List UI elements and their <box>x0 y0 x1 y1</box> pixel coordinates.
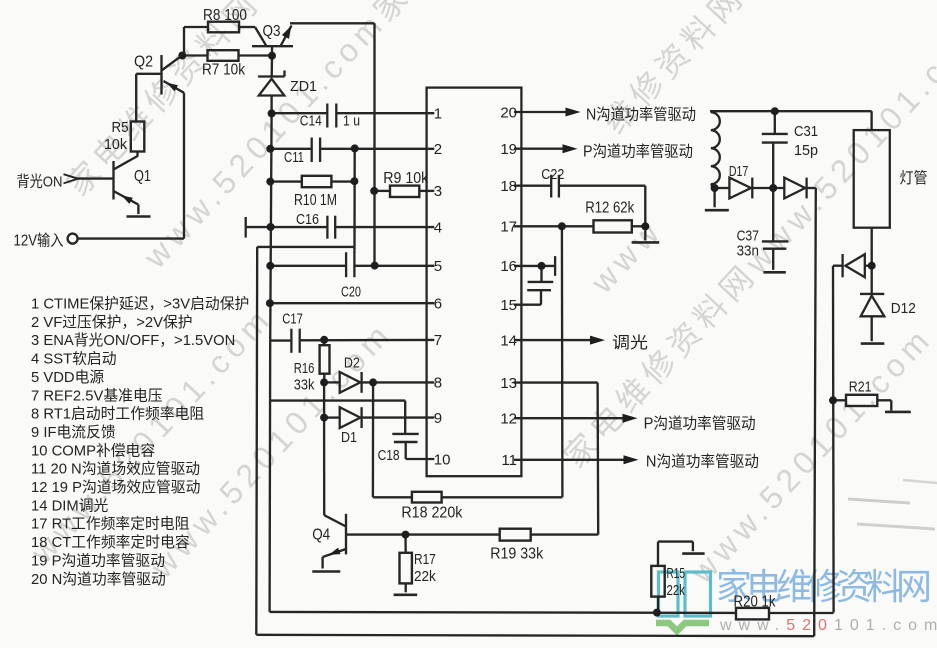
svg-text:2 VF过压保护，>2V保护: 2 VF过压保护，>2V保护 <box>31 314 193 331</box>
svg-text:1 u: 1 u <box>343 112 360 129</box>
svg-text:11: 11 <box>501 452 517 469</box>
svg-text:1 CTIME保护延迟，>3V启动保护: 1 CTIME保护延迟，>3V启动保护 <box>31 296 249 313</box>
svg-text:R5: R5 <box>112 119 129 136</box>
svg-text:Q1: Q1 <box>134 168 151 185</box>
svg-text:调光: 调光 <box>612 334 648 352</box>
svg-text:5: 5 <box>434 258 442 275</box>
svg-text:R8 100: R8 100 <box>203 7 247 24</box>
svg-text:3 ENA背光ON/OFF，>1.5VON: 3 ENA背光ON/OFF，>1.5VON <box>31 332 235 349</box>
svg-text:D2: D2 <box>344 354 360 371</box>
svg-text:15: 15 <box>500 297 517 314</box>
svg-text:D1: D1 <box>341 429 357 446</box>
svg-text:6: 6 <box>434 296 442 313</box>
svg-text:R9 10k: R9 10k <box>383 170 428 187</box>
svg-text:www.520101.com: www.520101.com <box>719 617 937 634</box>
svg-text:17 RT工作频率定时电阻: 17 RT工作频率定时电阻 <box>31 516 190 533</box>
svg-text:R16: R16 <box>294 360 315 377</box>
svg-text:4: 4 <box>434 219 442 236</box>
svg-text:C31: C31 <box>794 123 818 140</box>
svg-text:R15: R15 <box>667 565 685 582</box>
svg-text:背光ON: 背光ON <box>17 173 63 190</box>
svg-text:22k: 22k <box>414 568 436 585</box>
svg-text:16: 16 <box>500 258 517 275</box>
svg-text:C16: C16 <box>296 211 319 228</box>
svg-text:P沟道功率管驱动: P沟道功率管驱动 <box>583 142 693 160</box>
svg-text:Q3: Q3 <box>263 23 281 40</box>
svg-text:R12 62k: R12 62k <box>585 199 634 216</box>
svg-text:12V输入: 12V输入 <box>14 231 64 249</box>
svg-text:19: 19 <box>500 141 517 158</box>
svg-text:C22: C22 <box>541 166 564 183</box>
svg-text:18: 18 <box>500 178 517 195</box>
svg-text:3: 3 <box>434 183 442 200</box>
svg-text:5 VDD电源: 5 VDD电源 <box>31 369 104 386</box>
svg-text:17: 17 <box>500 219 517 236</box>
svg-text:灯管: 灯管 <box>900 169 928 187</box>
svg-text:R21: R21 <box>849 378 872 395</box>
svg-text:22k: 22k <box>667 582 686 599</box>
svg-text:R19 33k: R19 33k <box>490 545 543 562</box>
svg-text:8 RT1启动时工作频率电阻: 8 RT1启动时工作频率电阻 <box>31 406 204 423</box>
svg-text:18 CT工作频率定时电容: 18 CT工作频率定时电容 <box>31 534 190 551</box>
svg-text:Q4: Q4 <box>312 526 330 543</box>
svg-text:ZD1: ZD1 <box>290 78 317 95</box>
svg-text:14: 14 <box>500 332 517 349</box>
svg-text:C11: C11 <box>284 149 304 166</box>
svg-text:20: 20 <box>500 104 517 121</box>
svg-text:14 DIM调光: 14 DIM调光 <box>31 497 108 514</box>
svg-text:D17: D17 <box>729 163 748 180</box>
svg-text:33n: 33n <box>737 243 759 260</box>
svg-text:12: 12 <box>500 411 517 428</box>
svg-text:C17: C17 <box>282 310 303 327</box>
svg-text:R20 1k: R20 1k <box>734 593 776 610</box>
svg-text:33k: 33k <box>294 377 315 394</box>
svg-text:Q2: Q2 <box>134 54 153 71</box>
svg-text:10 COMP补偿电容: 10 COMP补偿电容 <box>31 442 155 459</box>
svg-text:C37: C37 <box>737 227 759 244</box>
svg-text:9 IF电流反馈: 9 IF电流反馈 <box>31 424 116 441</box>
svg-text:2: 2 <box>434 141 442 158</box>
svg-text:N沟道功率管驱动: N沟道功率管驱动 <box>586 105 696 123</box>
svg-text:7: 7 <box>434 332 442 349</box>
svg-text:R17: R17 <box>414 551 436 568</box>
svg-text:1: 1 <box>434 106 442 123</box>
svg-text:4 SST软启动: 4 SST软启动 <box>31 351 117 368</box>
svg-text:7 REF2.5V基准电压: 7 REF2.5V基准电压 <box>31 387 163 404</box>
svg-text:10k: 10k <box>104 136 127 153</box>
svg-text:www: www <box>583 211 670 300</box>
svg-text:家电维修资料网: 家电维修资料网 <box>716 566 929 607</box>
svg-text:N沟道功率管驱动: N沟道功率管驱动 <box>646 453 759 471</box>
svg-text:20 N沟道功率管驱动: 20 N沟道功率管驱动 <box>31 571 166 588</box>
svg-text:C18: C18 <box>378 447 400 464</box>
svg-text:10: 10 <box>434 451 451 468</box>
svg-text:13: 13 <box>500 375 517 392</box>
svg-text:C20: C20 <box>341 283 361 300</box>
svg-text:R18 220k: R18 220k <box>401 504 462 521</box>
svg-text:D12: D12 <box>891 300 916 317</box>
svg-text:19 P沟道功率管驱动: 19 P沟道功率管驱动 <box>31 552 165 569</box>
svg-text:8: 8 <box>434 375 442 392</box>
svg-text:R10 1M: R10 1M <box>294 192 337 209</box>
svg-text:11 20 N沟道场效应管驱动: 11 20 N沟道场效应管驱动 <box>31 460 200 478</box>
svg-text:C14: C14 <box>300 112 322 129</box>
svg-text:12 19 P沟道场效应管驱动: 12 19 P沟道场效应管驱动 <box>31 478 200 496</box>
svg-text:P沟道功率管驱动: P沟道功率管驱动 <box>644 415 756 433</box>
svg-text:R7 10k: R7 10k <box>202 62 245 79</box>
svg-text:15p: 15p <box>794 142 818 159</box>
svg-text:9: 9 <box>434 410 442 427</box>
